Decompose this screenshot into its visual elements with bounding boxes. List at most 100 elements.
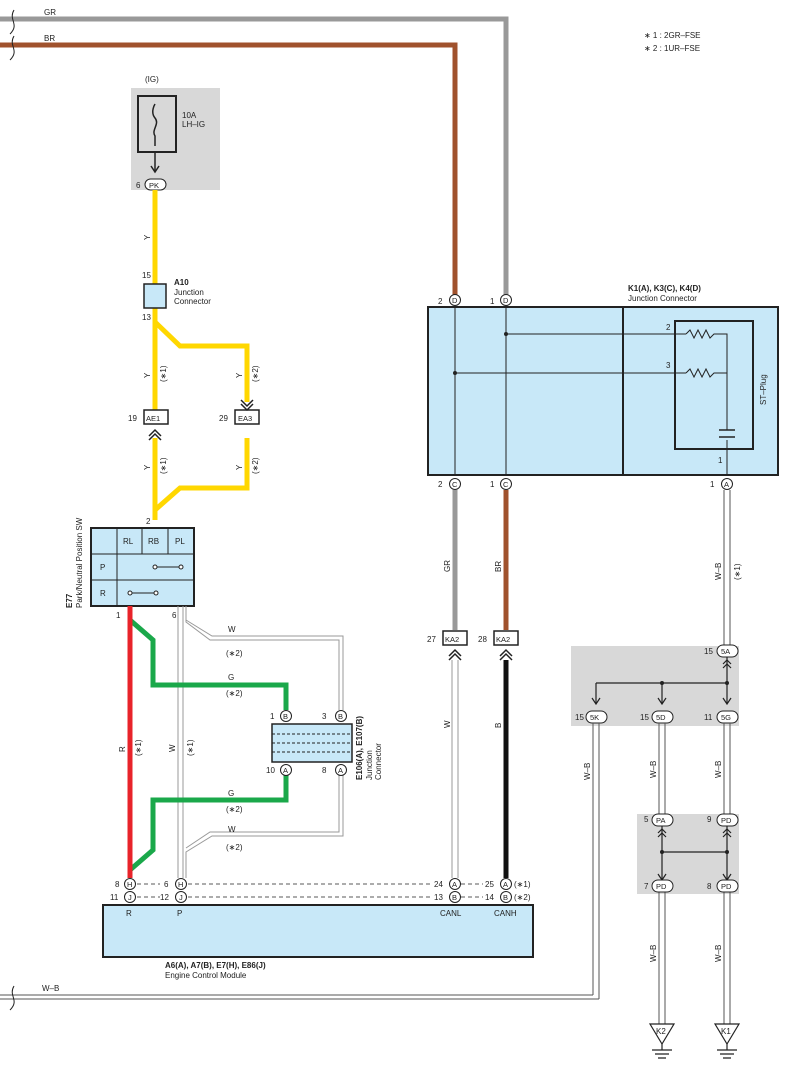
st-plug-label: ST–Plug — [759, 374, 768, 405]
wire-tag-r: (∗1) — [134, 739, 143, 756]
ka2-p28: 28 — [478, 635, 487, 644]
jcp-tpa: PA — [656, 816, 665, 825]
k1-ta1: A — [724, 480, 729, 489]
jc5-p15d: 15 — [640, 713, 649, 722]
ecm-code: A6(A), A7(B), E7(H), E86(J) — [165, 961, 266, 970]
e106-t3: B — [338, 712, 343, 721]
ecm-tag-14: (∗2) — [514, 893, 531, 902]
wire-y4: Y — [143, 464, 152, 470]
wire-tag-y2: (∗1) — [159, 365, 168, 382]
k1-td1: D — [503, 296, 509, 305]
ecm-t14: B — [503, 893, 508, 902]
k1-pc2: 2 — [438, 480, 443, 489]
wire-tag-y3: (∗2) — [251, 365, 260, 382]
wire-w-bot: W — [228, 825, 236, 834]
ecm-label-canh: CANH — [494, 909, 517, 918]
wire-y5: Y — [235, 464, 244, 470]
k1-pc1: 1 — [490, 480, 495, 489]
ecm-t25: A — [503, 880, 508, 889]
wire-g-bot: G — [228, 789, 234, 798]
jc5-t5d: 5D — [656, 713, 666, 722]
ecm-label-r: R — [126, 909, 132, 918]
ecm-p14: 14 — [485, 893, 494, 902]
ka2-t27: KA2 — [445, 635, 459, 644]
wire-g-top: G — [228, 673, 234, 682]
k1-connector — [427, 306, 779, 476]
wire-y3: Y — [235, 372, 244, 378]
wire-tag-wb1: (∗1) — [733, 563, 742, 580]
ecm-t12: J — [179, 893, 183, 902]
e106-p8: 8 — [322, 766, 327, 775]
ecm-label-canl: CANL — [440, 909, 462, 918]
yellow-wires — [152, 190, 250, 520]
ae1-term: AE1 — [146, 414, 160, 423]
ecm-box — [102, 904, 534, 958]
e77-name: Park/Neutral Position SW — [75, 517, 84, 608]
ecm-p24: 24 — [434, 880, 443, 889]
jcp-p8: 8 — [707, 882, 712, 891]
jc5-p15a: 15 — [704, 647, 713, 656]
ka2-t28: KA2 — [496, 635, 510, 644]
wire-wb3: W–B — [649, 761, 658, 778]
k1-pd2: 2 — [438, 297, 443, 306]
wire-w-top: W — [228, 625, 236, 634]
ecm-name: Engine Control Module — [165, 971, 247, 980]
wire-tag-w-bot: (∗2) — [226, 843, 243, 852]
k1-code: K1(A), K3(C), K4(D) — [628, 284, 701, 293]
a10-pin-out: 13 — [142, 313, 151, 322]
note-1: ∗ 1 : 2GR–FSE — [644, 31, 701, 40]
wire-tag-y4: (∗1) — [159, 457, 168, 474]
ka2-28-connector — [493, 630, 519, 661]
jcp-p5: 5 — [644, 815, 649, 824]
ground-icon — [648, 1023, 741, 1059]
ecm-p13: 13 — [434, 893, 443, 902]
k1-tc1: C — [503, 480, 509, 489]
e106-p3: 3 — [322, 712, 327, 721]
k1-r2: 2 — [666, 323, 671, 332]
a10-pin-in: 15 — [142, 271, 151, 280]
wire-tag-g-top: (∗2) — [226, 689, 243, 698]
ecm-p8: 8 — [115, 880, 120, 889]
ecm-t6: H — [178, 880, 183, 889]
wb-wires — [0, 723, 731, 1024]
fuse-box — [137, 95, 177, 153]
a10-connector — [143, 283, 167, 309]
k1-td2: D — [452, 296, 458, 305]
wire-br-top: BR — [44, 34, 55, 43]
ecm-t11: J — [128, 893, 132, 902]
wire-tag-w-top: (∗2) — [226, 649, 243, 658]
note-2: ∗ 2 : 1UR–FSE — [644, 44, 700, 53]
ea3-connector — [234, 399, 260, 425]
ecm-t13: B — [452, 893, 457, 902]
wire-y1: Y — [143, 234, 152, 240]
wire-br-v: BR — [494, 561, 503, 572]
ae1-connector — [143, 409, 169, 441]
e77-pin-top: 2 — [146, 517, 151, 526]
fuse-name: LH–IG — [182, 120, 205, 129]
a10-code: A10 — [174, 278, 189, 287]
fuse-icon — [152, 103, 158, 146]
ecm-p25: 25 — [485, 880, 494, 889]
ka2-27-connector — [442, 630, 468, 661]
fuse-term: PK — [149, 181, 159, 190]
wire-wb1: W–B — [714, 563, 723, 580]
st-plug-box — [674, 320, 754, 450]
e106-t8: A — [338, 766, 343, 775]
e77-ecm-wires — [127, 606, 344, 878]
jc5-p11: 11 — [704, 713, 713, 722]
fuse-rating: 10A — [182, 111, 197, 120]
wire-wb4: W–B — [714, 761, 723, 778]
ecm-t8: H — [127, 880, 132, 889]
e106-code: E106(A), E107(B) — [355, 716, 364, 780]
jcp-p9: 9 — [707, 815, 712, 824]
ecm-tag-25: (∗1) — [514, 880, 531, 889]
fuse-pin: 6 — [136, 181, 141, 190]
wire-wb-bottom: W–B — [42, 984, 59, 993]
k1-r3: 3 — [666, 361, 671, 370]
e77-code: E77 — [65, 593, 74, 608]
jcp-tpd2: PD — [656, 882, 667, 891]
wire-w-ka: W — [443, 720, 452, 728]
ae1-pin: 19 — [128, 414, 137, 423]
ea3-term: EA3 — [238, 414, 252, 423]
jcp-p7: 7 — [644, 882, 649, 891]
